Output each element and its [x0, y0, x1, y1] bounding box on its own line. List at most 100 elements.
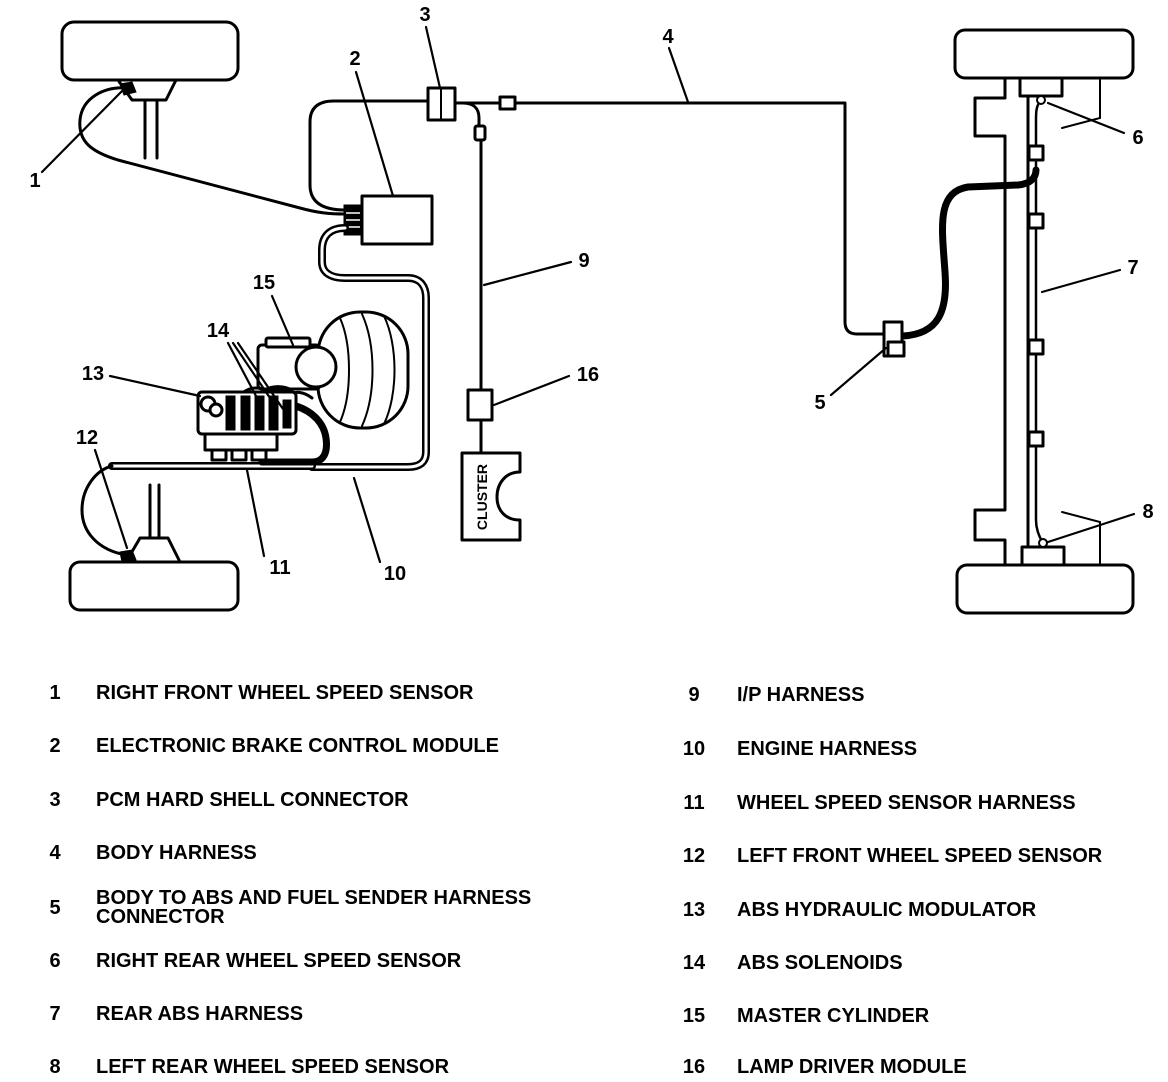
lamp-driver-module: [466, 388, 494, 422]
legend-item-6: 6 RIGHT REAR WHEEL SPEED SENSOR: [35, 950, 566, 972]
abs-solenoid: [254, 395, 265, 431]
leader-1: [40, 86, 127, 174]
leader-15: [270, 294, 295, 347]
callout-11: 11: [269, 557, 290, 579]
callout-15: 15: [253, 272, 275, 294]
legend-number: 10: [682, 738, 706, 760]
left-rear-bracket: [1020, 545, 1066, 567]
rear-harness-cable: [899, 166, 1040, 340]
harness-clip: [1027, 144, 1045, 162]
abs-hydraulic-modulator: [196, 385, 314, 462]
body-harness: [453, 101, 887, 336]
callout-16: 16: [577, 364, 599, 386]
legend-item-11: 11 WHEEL SPEED SENSOR HARNESS: [674, 792, 1157, 814]
legend-label: RIGHT REAR WHEEL SPEED SENSOR: [96, 950, 462, 972]
body-harness-inline-connector: [498, 95, 517, 111]
legend-number: 11: [683, 792, 705, 814]
legend-label: WHEEL SPEED SENSOR HARNESS: [737, 792, 1076, 814]
ip-harness-branch: [461, 101, 481, 128]
callout-2: 2: [349, 48, 360, 70]
leader-lines: [40, 25, 1136, 564]
legend-label: BODY TO ABS AND FUEL SENDER HARNESS CONN…: [96, 887, 532, 928]
legend-label: RIGHT FRONT WHEEL SPEED SENSOR: [96, 682, 474, 704]
connector-5-latch: [886, 340, 906, 358]
callout-9: 9: [578, 250, 589, 272]
right-front-spindle: [143, 98, 159, 160]
harness-clip: [1027, 430, 1045, 448]
left-rear-tire: [955, 563, 1135, 615]
callout-14: 14: [207, 320, 230, 342]
leader-9: [482, 260, 573, 287]
leader-13: [108, 374, 202, 398]
rear-abs-harness-wire: [1034, 98, 1045, 545]
pcm-hard-shell-connector: [426, 86, 457, 122]
engine-harness: [308, 224, 430, 471]
leader-8: [1046, 512, 1136, 544]
legend-number: 9: [688, 684, 700, 706]
modulator-lower-block: [203, 432, 279, 452]
harness-clip: [1027, 338, 1045, 356]
left-rear-wheel-speed-sensor: [1038, 538, 1048, 548]
callout-7: 7: [1127, 257, 1138, 279]
legend-label: ABS SOLENOIDS: [737, 952, 903, 974]
callouts: 1 2 3 4 5 6 7 8 9 10 11 12 13 14 15 16: [29, 4, 1153, 585]
legend-number: 13: [682, 899, 706, 921]
rear-axle: [953, 28, 1135, 615]
legend-number: 8: [49, 1056, 61, 1078]
modulator-port-b: [208, 402, 224, 418]
leader-12: [93, 448, 129, 550]
cluster-outline: [460, 451, 522, 542]
legend-item-13: 13 ABS HYDRAULIC MODULATOR: [674, 899, 1157, 921]
master-cylinder: [256, 310, 410, 430]
callout-12: 12: [76, 427, 98, 449]
legend-number: 7: [49, 1003, 61, 1025]
callout-8: 8: [1142, 501, 1153, 523]
leader-7: [1040, 268, 1122, 294]
legend-item-15: 15 MASTER CYLINDER: [674, 1005, 1157, 1027]
legend-label: I/P HARNESS: [737, 684, 865, 706]
legend-number: 4: [49, 842, 61, 864]
legend-number: 2: [49, 735, 61, 757]
left-front-sensor-wire: [80, 464, 128, 557]
legend-label: LEFT REAR WHEEL SPEED SENSOR: [96, 1056, 450, 1078]
callout-4: 4: [662, 26, 674, 48]
callout-5: 5: [814, 392, 825, 414]
callout-3: 3: [419, 4, 430, 26]
legend-number: 5: [49, 896, 61, 919]
ip-harness-connector: [473, 124, 487, 142]
callout-6: 6: [1132, 127, 1143, 149]
legend-item-1: 1 RIGHT FRONT WHEEL SPEED SENSOR: [35, 682, 566, 704]
leader-14: [226, 341, 285, 411]
legend-label: REAR ABS HARNESS: [96, 1003, 304, 1025]
axle-brake-lines: [1061, 79, 1101, 564]
right-front-wheel: [60, 20, 240, 160]
callout-10: 10: [384, 563, 406, 585]
legend-item-16: 16 LAMP DRIVER MODULE: [674, 1056, 1157, 1078]
callout-13: 13: [82, 363, 104, 385]
legend-number: 14: [682, 952, 706, 974]
axle-housing-left: [973, 76, 1007, 567]
abs-solenoid: [240, 395, 251, 431]
leader-2: [354, 70, 395, 198]
legend-item-4: 4 BODY HARNESS: [35, 842, 566, 864]
leader-6: [1046, 101, 1126, 135]
modulator-foot: [250, 448, 268, 462]
abs-solenoid: [282, 399, 292, 429]
callout-1: 1: [29, 170, 40, 192]
leader-11: [245, 468, 266, 558]
leader-5: [829, 346, 888, 397]
abs-wiring-diagram: CLUSTER: [29, 4, 1154, 615]
master-cylinder-reservoir: [264, 336, 312, 349]
cluster-label: CLUSTER: [474, 464, 490, 530]
instrument-cluster: CLUSTER: [460, 451, 522, 542]
legend-number: 15: [682, 1005, 706, 1027]
legend-item-3: 3 PCM HARD SHELL CONNECTOR: [35, 789, 566, 811]
legend-item-14: 14 ABS SOLENOIDS: [674, 952, 1157, 974]
abs-solenoids: [225, 395, 292, 431]
leader-16: [492, 374, 571, 407]
right-rear-tire: [953, 28, 1135, 80]
leader-4: [667, 46, 690, 104]
module-to-pcm-wire: [308, 99, 430, 212]
leader-3: [424, 25, 442, 90]
legend-label: ABS HYDRAULIC MODULATOR: [737, 899, 1037, 921]
